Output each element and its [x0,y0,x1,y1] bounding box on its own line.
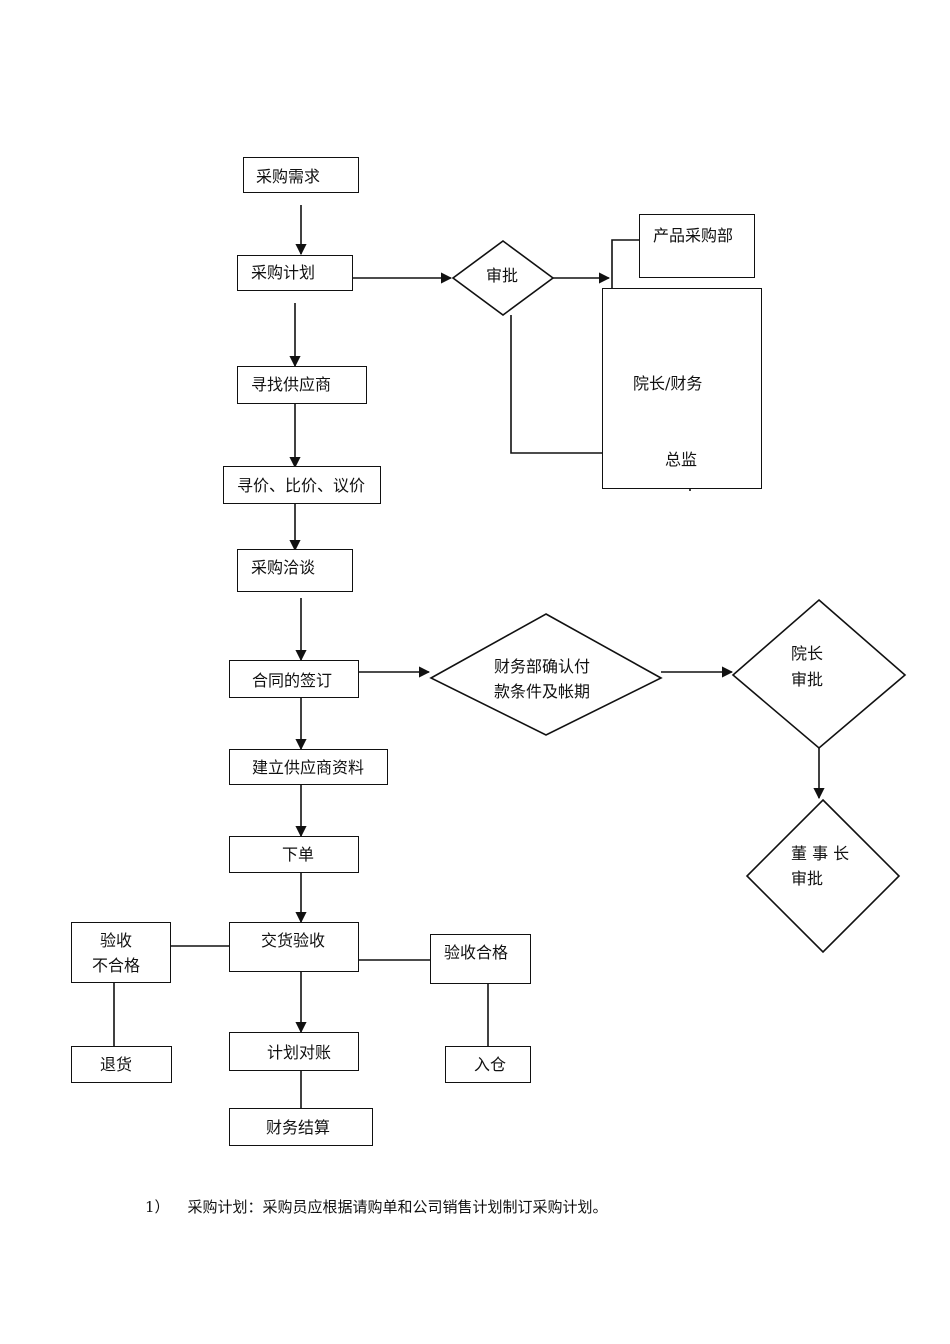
negotiate-label: 采购洽谈 [251,558,316,577]
footnote-number: 1） [145,1198,170,1216]
chairman-label-line2: 审批 [791,869,824,888]
order-label: 下单 [282,845,315,864]
delivery-label: 交货验收 [261,931,326,950]
product-dept-box: 产品采购部 [639,214,755,278]
contract-label: 合同的签订 [252,671,333,690]
approval-diamond [451,240,555,316]
product-dept-label: 产品采购部 [653,226,734,245]
approval-label: 审批 [486,266,519,285]
find-supplier-label: 寻找供应商 [251,375,332,394]
settlement-label: 财务结算 [266,1118,331,1137]
president-approval-diamond [731,598,907,750]
demand-box: 采购需求 [243,157,359,193]
settlement-box: 财务结算 [229,1108,373,1146]
footnote: 1） 采购计划：采购员应根据请购单和公司销售计划制订采购计划。 [145,1196,608,1217]
director-box: 院长/财务 总监 [602,288,762,489]
price-box: 寻价、比价、议价 [223,466,381,504]
return-box: 退货 [71,1046,172,1083]
plan-label: 采购计划 [251,263,316,282]
plan-box: 采购计划 [237,255,353,291]
line-to-product-dept [611,239,640,288]
inspection-pass-box: 验收合格 [430,934,531,984]
chairman-label-line1: 董 事 长 [791,844,850,863]
supplier-info-label: 建立供应商资料 [252,758,365,777]
return-label: 退货 [100,1055,133,1074]
price-label: 寻价、比价、议价 [237,476,366,495]
warehouse-label: 入仓 [474,1055,507,1074]
inspection-fail-line2: 不合格 [92,956,141,975]
supplier-info-box: 建立供应商资料 [229,749,388,785]
finance-confirm-diamond [429,613,663,736]
inspection-pass-label: 验收合格 [444,943,509,962]
find-supplier-box: 寻找供应商 [237,366,367,404]
reconcile-label: 计划对账 [267,1043,332,1062]
director-line1: 院长/财务 [633,374,703,393]
line-approval-to-director [510,315,603,454]
finance-label-line1: 财务部确认付 [494,657,591,676]
warehouse-box: 入仓 [445,1046,531,1083]
director-line2: 总监 [665,450,698,469]
president-label-line1: 院长 [791,644,824,663]
delivery-box: 交货验收 [229,922,359,972]
order-box: 下单 [229,836,359,873]
contract-box: 合同的签订 [229,660,359,698]
president-label-line2: 审批 [791,670,824,689]
inspection-fail-box: 验收 不合格 [71,922,171,983]
footnote-text: 采购计划：采购员应根据请购单和公司销售计划制订采购计划。 [187,1198,608,1216]
inspection-fail-line1: 验收 [100,931,133,950]
finance-label-line2: 款条件及帐期 [494,682,591,701]
reconcile-box: 计划对账 [229,1032,359,1071]
negotiate-box: 采购洽谈 [237,549,353,592]
demand-label: 采购需求 [256,167,321,186]
chairman-approval-diamond [745,798,901,954]
